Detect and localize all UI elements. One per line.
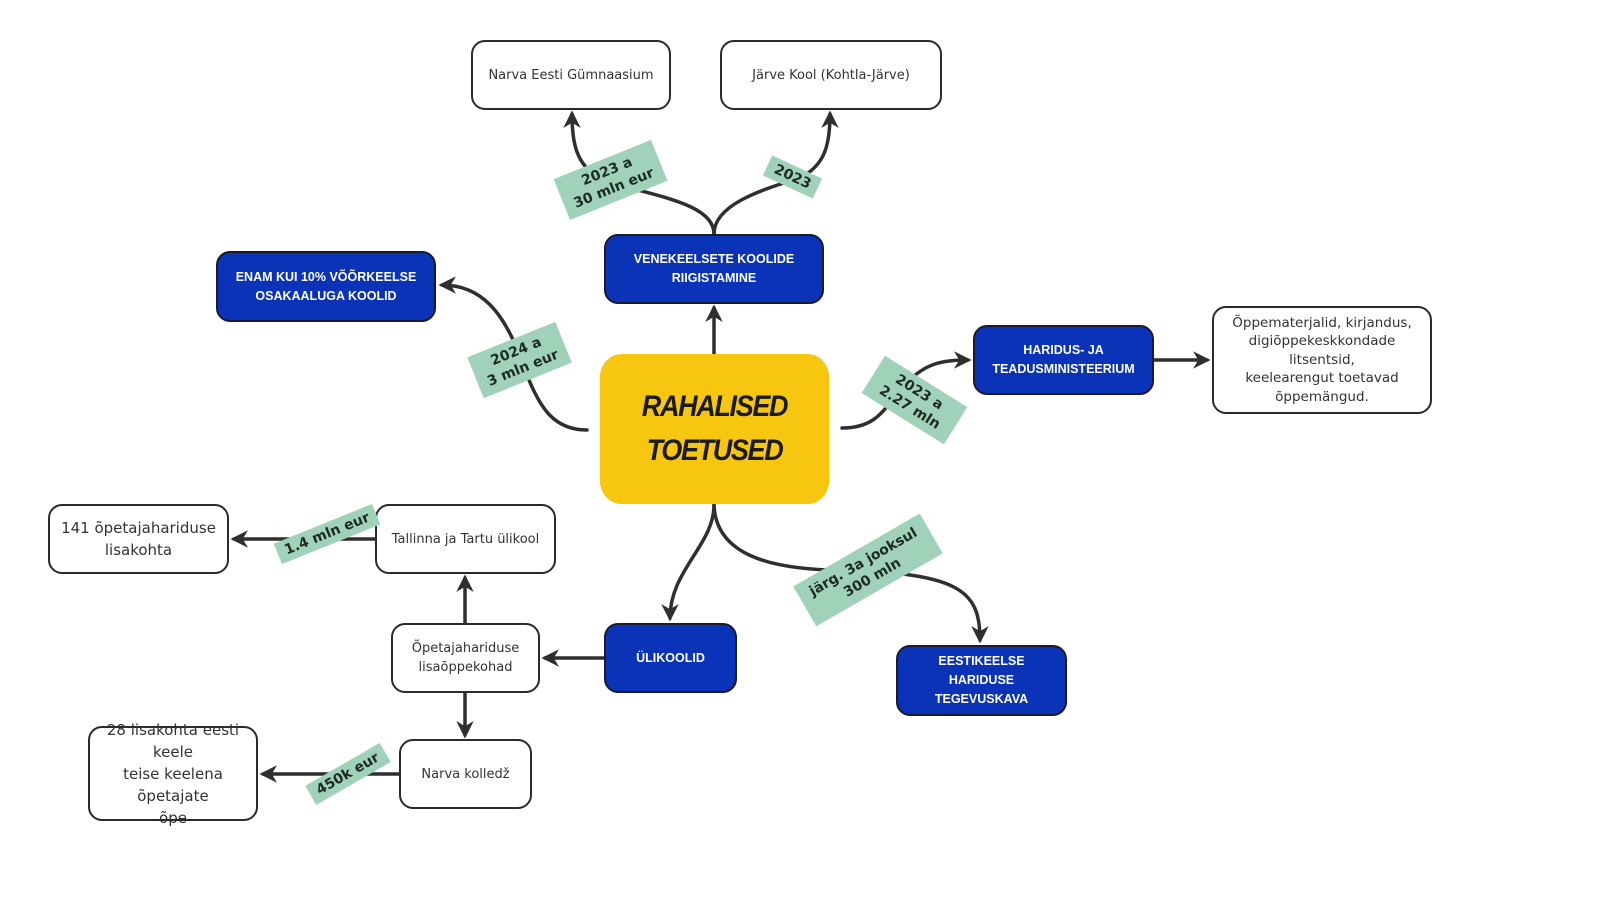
node-text-line: Järve Kool (Kohtla-Järve)	[752, 67, 910, 83]
node-narva-kolledz[interactable]: Narva kolledž	[399, 739, 532, 809]
node-text-line: ÜLIKOOLID	[636, 650, 705, 665]
node-text-line: teise keelena õpetajate	[123, 764, 223, 805]
node-text-line: TEGEVUSKAVA	[934, 692, 1029, 706]
node-enam-kui-10-voorkeelse[interactable]: ENAM KUI 10% VÕÕRKEELSE OSAKAALUGA KOOLI…	[216, 251, 436, 322]
node-text-line: Tallinna ja Tartu ülikool	[391, 531, 540, 547]
node-text-line: 141 õpetajahariduse	[61, 519, 216, 537]
node-text-line: ENAM KUI 10% VÕÕRKEELSE	[235, 269, 417, 284]
node-text-line: TEADUSMINISTEERIUM	[992, 362, 1135, 376]
node-eestikeelse-hariduse-tegevuskava[interactable]: EESTIKEELSE HARIDUSE TEGEVUSKAVA	[896, 645, 1067, 716]
node-tallinna-ja-tartu-ulikool[interactable]: Tallinna ja Tartu ülikool	[375, 504, 556, 574]
center-title-line1: RAHALISED	[641, 390, 789, 423]
node-venekeelsete-koolide-riigistamine[interactable]: VENEKEELSETE KOOLIDE RIIGISTAMINE	[604, 234, 824, 304]
node-narva-eesti-gumnaasium[interactable]: Narva Eesti Gümnaasium	[471, 40, 671, 110]
node-text-line: Narva Eesti Gümnaasium	[488, 67, 654, 83]
node-141-opetajahariduse-lisakohta[interactable]: 141 õpetajahariduse lisakohta	[48, 504, 229, 574]
node-text-line: õppemängud.	[1275, 388, 1369, 405]
node-text-line: digiõppekeskkondade litsentsid,	[1248, 333, 1396, 368]
node-haridus-ja-teadusministeerium[interactable]: HARIDUS- JA TEADUSMINISTEERIUM	[973, 325, 1154, 395]
node-text-line: lisaõppekohad	[418, 660, 513, 675]
node-text-line: 28 lisakohta eesti keele	[106, 720, 240, 761]
node-text-line: OSAKAALUGA KOOLID	[255, 288, 397, 303]
node-text-line: VENEKEELSETE KOOLIDE	[633, 252, 795, 266]
node-ulikoolid[interactable]: ÜLIKOOLID	[604, 623, 737, 693]
node-text-line: HARIDUS- JA	[1023, 343, 1104, 357]
node-jarve-kool[interactable]: Järve Kool (Kohtla-Järve)	[720, 40, 942, 110]
node-text-line: lisakohta	[104, 541, 173, 559]
center-node-rahalised-toetused[interactable]: RAHALISED TOETUSED	[599, 354, 830, 504]
node-text-line: RIIGISTAMINE	[671, 271, 757, 285]
node-text-line: Õppematerjalid, kirjandus,	[1232, 314, 1412, 331]
node-text-line: keelearengut toetavad	[1245, 370, 1399, 387]
node-text-line: EESTIKEELSE HARIDUSE	[938, 654, 1025, 687]
center-title-line2: TOETUSED	[646, 434, 784, 467]
edge-center-to-ulikoolid	[661, 503, 716, 622]
node-text-line: Õpetajahariduse	[411, 641, 520, 656]
node-text-line: Narva kolledž	[421, 766, 510, 782]
node-oppematerjalid[interactable]: Õppematerjalid, kirjandus, digiõppekeskk…	[1212, 306, 1432, 414]
node-text-line: õpe	[159, 808, 187, 827]
node-opetajahariduse-lisaoppekohad[interactable]: Õpetajahariduse lisaõppekohad	[391, 623, 540, 693]
node-28-lisakohta-eesti-keele[interactable]: 28 lisakohta eesti keele teise keelena õ…	[88, 721, 258, 827]
